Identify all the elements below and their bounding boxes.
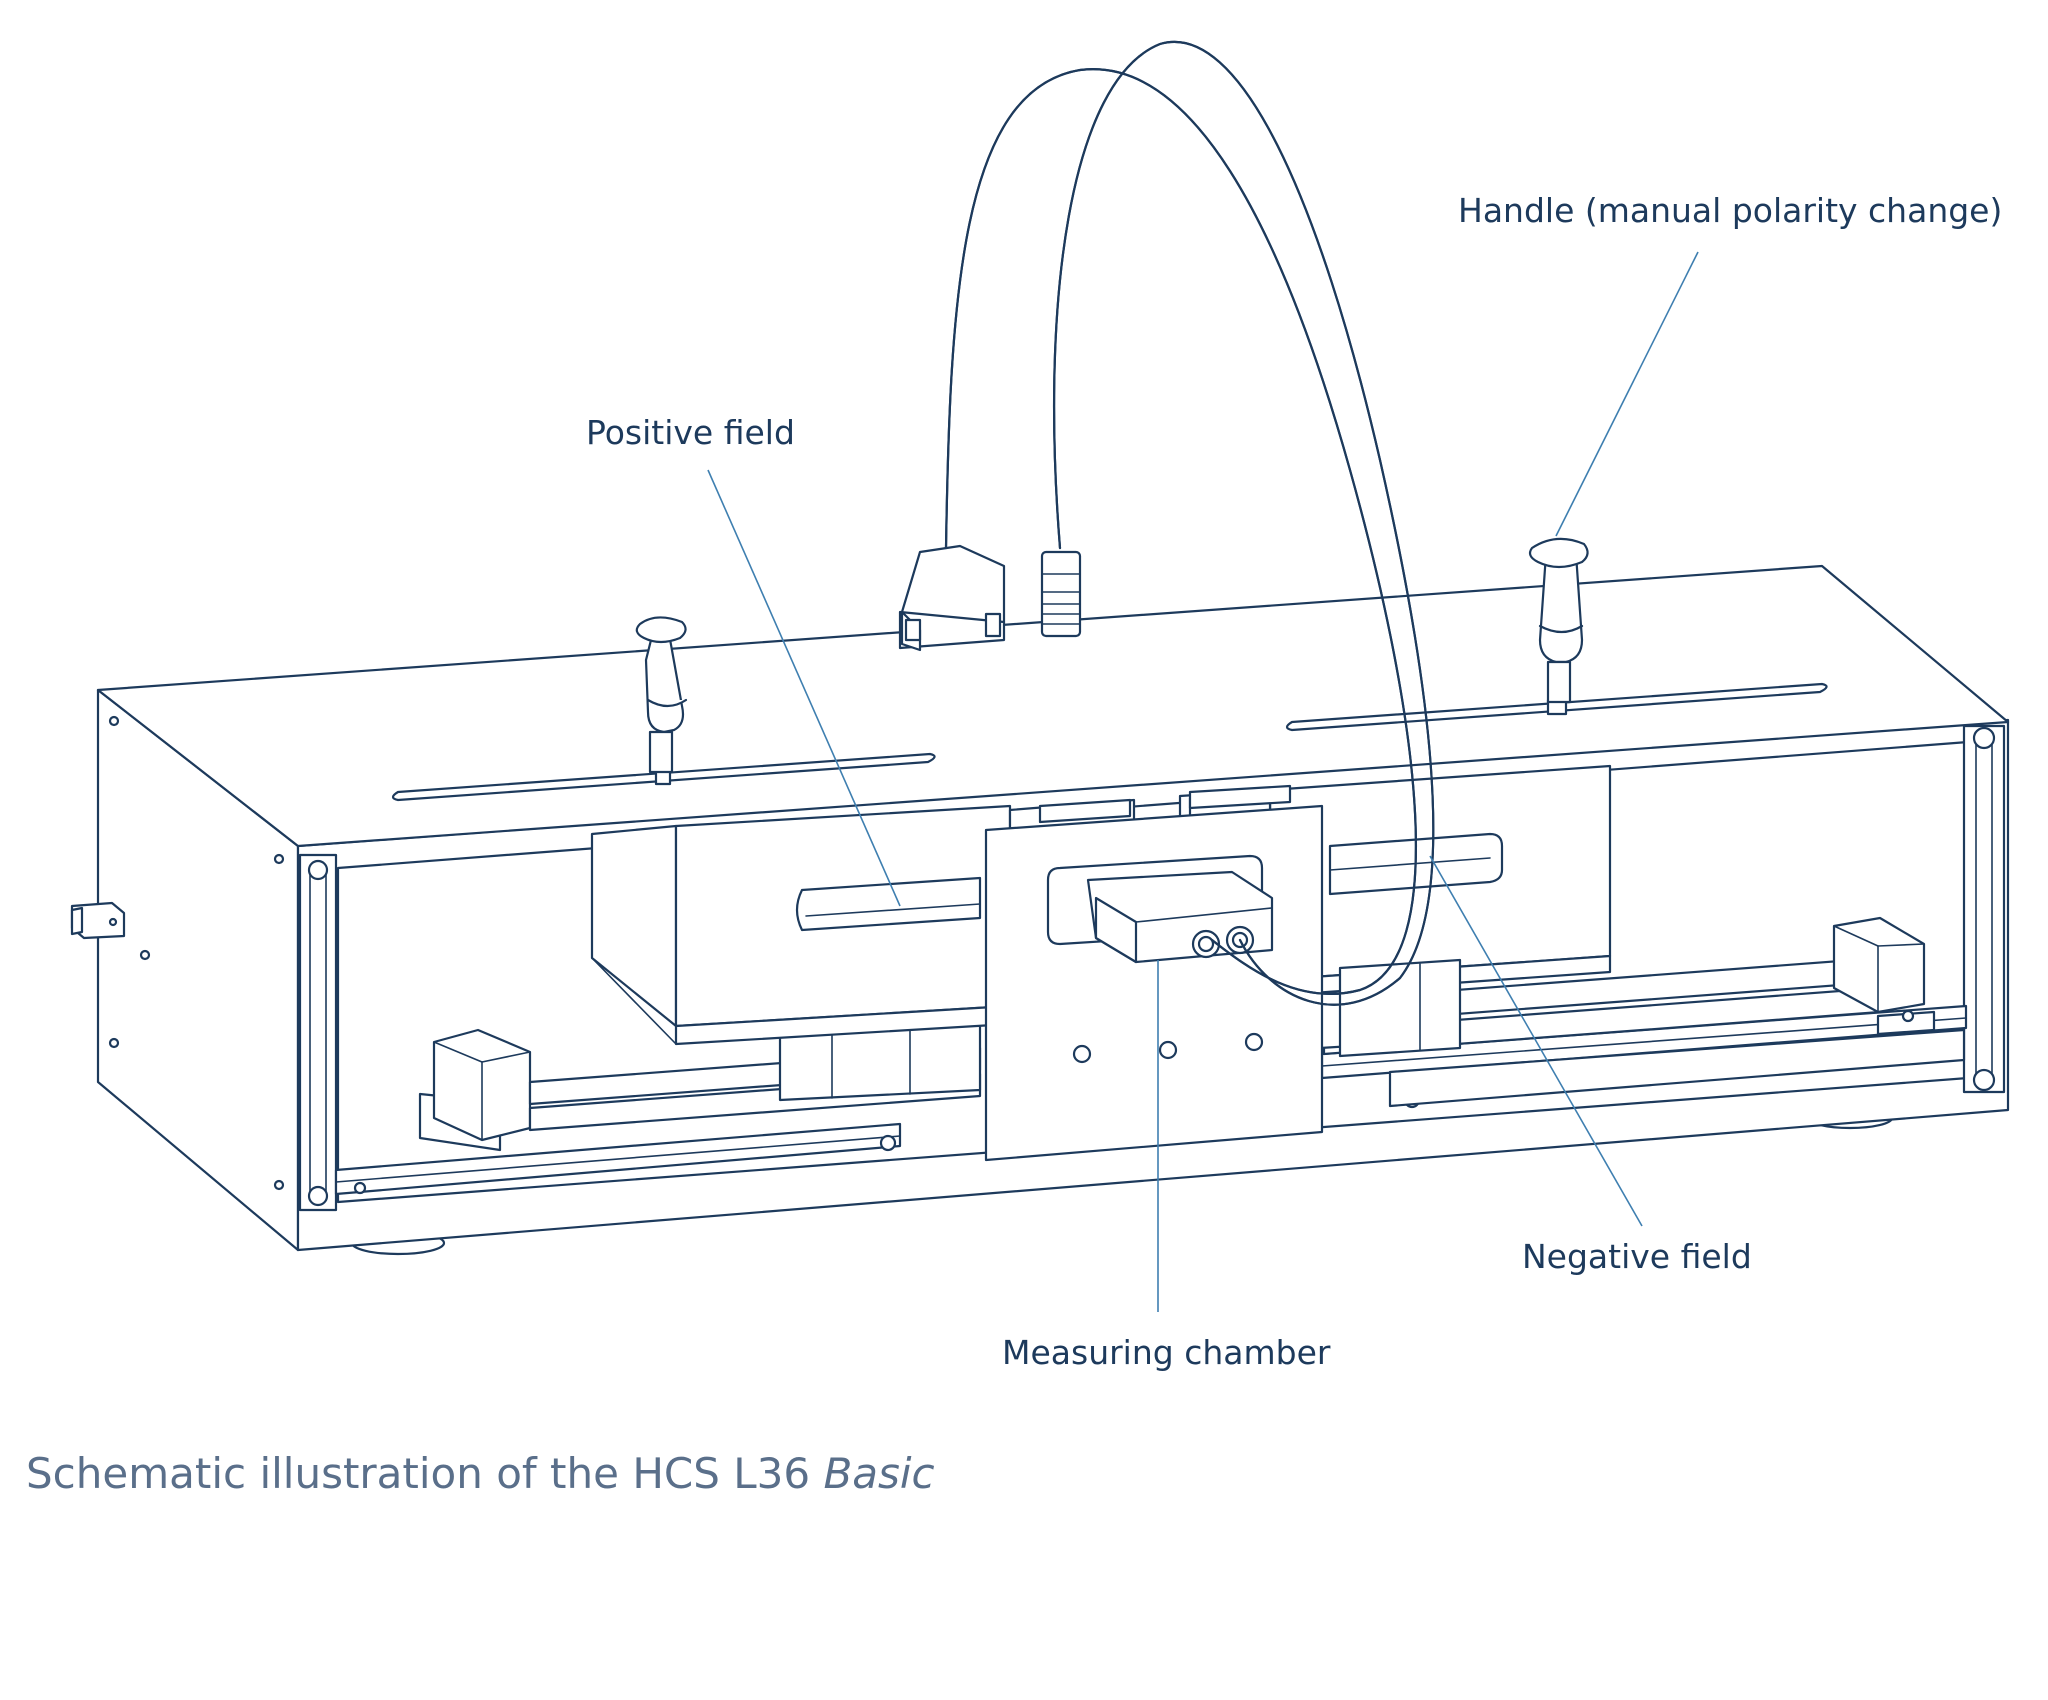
leader-positive-field [707, 469, 901, 907]
left-handle [635, 616, 688, 786]
latch [70, 901, 126, 940]
right-handle [1528, 537, 1589, 716]
caption-text: Schematic illustration of the HCS L36 [26, 1449, 823, 1498]
leader-negative-field [1429, 855, 1643, 1227]
label-negative-field: Negative field [1522, 1237, 1752, 1276]
dsub-connector [898, 544, 1006, 652]
bottom-rails [334, 1004, 1968, 1196]
right-extrusion-post [1962, 724, 2006, 1094]
label-positive-field: Positive field [586, 413, 795, 452]
leader-handle [1555, 251, 1699, 537]
figure-caption: Schematic illustration of the HCS L36 Ba… [26, 1449, 935, 1498]
left-slide-assembly [418, 1014, 982, 1152]
round-connector [1040, 550, 1082, 638]
measuring-chamber [984, 804, 1324, 1162]
top-plate [96, 564, 2010, 848]
leader-lines [707, 251, 1699, 1312]
left-extrusion-post [298, 853, 338, 1212]
positive-field-pole [590, 804, 1012, 1046]
caption-emphasis: Basic [823, 1449, 934, 1498]
label-measuring-chamber: Measuring chamber [1002, 1333, 1331, 1372]
label-handle: Handle (manual polarity change) [1458, 191, 2002, 230]
cables [944, 40, 1435, 1006]
